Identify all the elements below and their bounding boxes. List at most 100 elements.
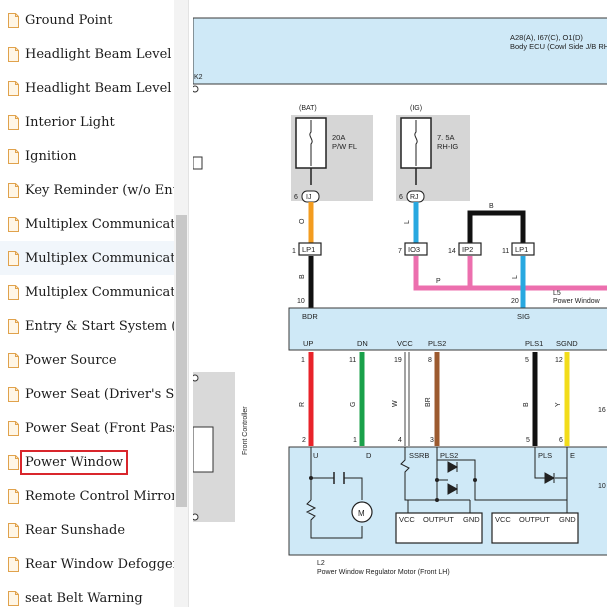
junction-dot (473, 478, 477, 482)
sidebar-item-power-seat-driver[interactable]: Power Seat (Driver's Seat) (0, 377, 176, 411)
fuse-ig-element (414, 120, 418, 166)
junction-dot (193, 513, 199, 521)
hall-diode-3 (544, 472, 556, 484)
wire-label-y: Y (555, 402, 562, 407)
body-ecu-connectors: A28(A), I67(C), O1(D) (510, 33, 583, 42)
term-vcc-top-pin: 19 (394, 357, 402, 364)
sidebar-item-label: Power Window (19, 449, 129, 475)
fuse-bat-pin: 6 (294, 194, 298, 201)
term-dn: DN (357, 339, 368, 348)
fuse-ig-pin: 6 (399, 194, 403, 201)
term-pls2: PLS2 (428, 339, 446, 348)
fuse-bat-source: (BAT) (299, 105, 317, 112)
sidebar-item-multiplex-communication-1[interactable]: Multiplex Communication (0, 207, 176, 241)
ic-block-2 (491, 512, 579, 544)
front-controller-label: Front Controller (242, 406, 249, 455)
term-sgnd-top-pin: 12 (555, 357, 563, 364)
sidebar-item-label: Power Source (25, 352, 117, 368)
sidebar-item-label: Remote Control Mirror (25, 488, 176, 504)
term-up: UP (303, 339, 313, 348)
sidebar-item-label: Interior Light (25, 114, 115, 130)
wire-label-br: BR (425, 397, 432, 407)
sidebar-item-rear-sunshade[interactable]: Rear Sunshade (0, 513, 176, 547)
fuse-ig-name: RH-IG (437, 142, 458, 151)
motor-term-e: E (570, 451, 575, 460)
sidebar-item-seat-belt-warning[interactable]: seat Belt Warning (0, 581, 176, 607)
motor-letter: M (358, 509, 365, 518)
sidebar-item-entry-start-system[interactable]: Entry & Start System (Push- (0, 309, 176, 343)
conn-ip2-pin: 14 (448, 248, 456, 255)
document-icon (8, 216, 19, 232)
front-controller-box (193, 426, 214, 473)
wire-label-b-top: B (489, 203, 494, 210)
sidebar-item-ignition[interactable]: Ignition (0, 139, 176, 173)
sidebar-item-multiplex-communication-2[interactable]: Multiplex Communication (0, 241, 176, 275)
wire-label-o: O (299, 218, 306, 224)
l5-name: Power Window (553, 298, 601, 305)
conn-io3-pin: 7 (398, 248, 402, 255)
conn-io3-name: IO3 (408, 245, 420, 254)
ic2-vcc: VCC (495, 515, 511, 524)
wire-label-l2: L (512, 275, 519, 279)
sidebar-item-label: Headlight Beam Level Con (25, 80, 176, 96)
wiring-diagram: A28(A), I67(C), O1(D) Body ECU (Cowl Sid… (193, 17, 607, 576)
sidebar-item-label: Multiplex Communication (25, 250, 176, 266)
conn-lp1-a-name: LP1 (302, 245, 315, 254)
conn-io3 (404, 242, 428, 256)
document-icon (8, 386, 19, 402)
sidebar-item-label: Power Seat (Driver's Seat) (25, 386, 176, 402)
junction-dot (193, 374, 199, 382)
conn-lp1-a (298, 242, 322, 256)
ic1-vcc: VCC (399, 515, 415, 524)
sidebar-item-remote-control-mirror[interactable]: Remote Control Mirror (0, 479, 176, 513)
wire-label-r: R (299, 402, 306, 407)
sidebar-item-rear-window-defogger[interactable]: Rear Window Defogger (0, 547, 176, 581)
switch-pin-sig: 20 (511, 298, 519, 305)
document-icon (8, 590, 19, 606)
sidebar-item-key-reminder[interactable]: Key Reminder (w/o Entry & (0, 173, 176, 207)
document-icon (8, 12, 19, 28)
sidebar-item-ground-point[interactable]: Ground Point (0, 3, 176, 37)
fuse-ig-rating: 7. 5A (437, 133, 455, 142)
sidebar-item-power-source[interactable]: Power Source (0, 343, 176, 377)
sidebar-scrollbar-thumb[interactable] (176, 215, 187, 507)
junction-dot (309, 476, 313, 480)
fuse-ig-source: (IG) (410, 105, 422, 112)
sidebar-item-headlight-beam-level-1[interactable]: Headlight Beam Level Con (0, 37, 176, 71)
fuse-bat-rating: 20A (332, 133, 345, 142)
motor-term-pls2: PLS2 (440, 451, 458, 460)
switch-pin-bdr: 10 (297, 298, 305, 305)
side-number-10: 10 (598, 483, 606, 490)
sidebar-item-interior-light[interactable]: Interior Light (0, 105, 176, 139)
sidebar-item-label: Key Reminder (w/o Entry & (25, 182, 176, 198)
term-vcc-bottom-pin: 4 (398, 437, 402, 444)
motor-name: Power Window Regulator Motor (Front LH) (317, 569, 450, 576)
sidebar-item-label: Multiplex Communication (25, 216, 176, 232)
ic2-gnd: GND (559, 515, 576, 524)
k2-marker: K2 (194, 74, 203, 81)
conn-lp1-b (511, 242, 535, 256)
sidebar-tree: Ground Point Headlight Beam Level Con He… (0, 0, 176, 607)
wire-label-p: P (436, 278, 441, 285)
l5-id: L5 (553, 290, 561, 297)
sidebar-item-multiplex-communication-3[interactable]: Multiplex Communication (0, 275, 176, 309)
junction-dot (435, 478, 439, 482)
sidebar-item-power-window[interactable]: Power Window (0, 445, 176, 479)
sidebar-item-label: Rear Window Defogger (25, 556, 176, 572)
junction-dot (193, 85, 199, 93)
document-icon (8, 114, 19, 130)
edge-connector (193, 156, 203, 170)
wire-label-b-mid: B (299, 274, 306, 279)
document-icon (8, 352, 19, 368)
document-icon (8, 488, 19, 504)
document-icon (8, 454, 19, 470)
wire-label-w: W (392, 400, 399, 407)
motor-term-ssrb: SSRB (409, 451, 429, 460)
document-icon (8, 182, 19, 198)
motor-symbol (351, 501, 373, 523)
document-icon (8, 148, 19, 164)
pane-divider[interactable] (188, 0, 195, 607)
sidebar-item-headlight-beam-level-2[interactable]: Headlight Beam Level Con (0, 71, 176, 105)
sidebar-item-label: Headlight Beam Level Con (25, 46, 176, 62)
sidebar-item-power-seat-front-passenger[interactable]: Power Seat (Front Passenge (0, 411, 176, 445)
